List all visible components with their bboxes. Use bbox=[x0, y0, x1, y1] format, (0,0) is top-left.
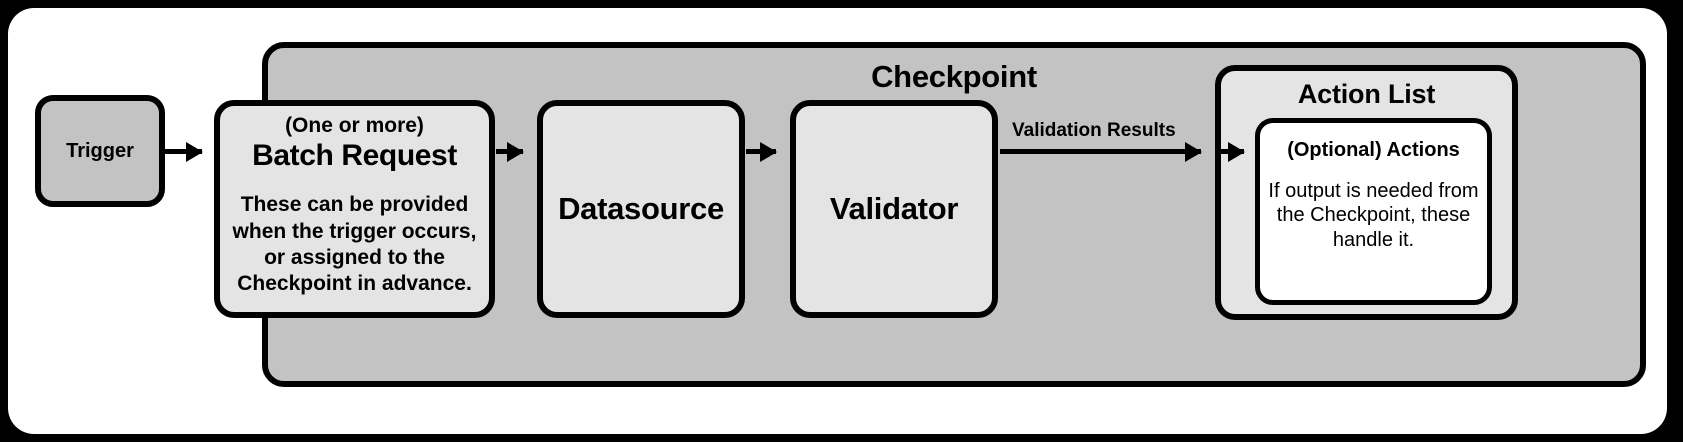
batch-request-body: These can be provided when the trigger o… bbox=[232, 193, 477, 296]
validator-node[interactable]: Validator bbox=[790, 100, 998, 318]
optional-actions-node[interactable]: (Optional) Actions If output is needed f… bbox=[1255, 118, 1492, 305]
arrow-trigger-to-batch-request bbox=[165, 149, 202, 154]
arrow-batch-request-to-datasource bbox=[496, 149, 523, 154]
trigger-label: Trigger bbox=[66, 139, 134, 162]
validator-label: Validator bbox=[829, 191, 959, 226]
arrow-datasource-to-validator bbox=[746, 149, 776, 154]
datasource-label: Datasource bbox=[558, 191, 724, 226]
trigger-node[interactable]: Trigger bbox=[35, 95, 165, 207]
arrow-validator-to-action-list bbox=[1000, 149, 1201, 154]
optional-actions-body: If output is needed from the Checkpoint,… bbox=[1268, 180, 1479, 251]
validation-results-edge-label: Validation Results bbox=[1012, 120, 1176, 141]
checkpoint-title: Checkpoint bbox=[871, 59, 1037, 94]
optional-actions-title: (Optional) Actions bbox=[1287, 139, 1460, 161]
batch-request-title: Batch Request bbox=[252, 138, 457, 172]
batch-request-subtitle: (One or more) bbox=[285, 114, 424, 137]
arrow-action-list-to-actions bbox=[1219, 149, 1244, 154]
datasource-node[interactable]: Datasource bbox=[537, 100, 745, 318]
batch-request-node[interactable]: (One or more) Batch Request These can be… bbox=[214, 100, 495, 318]
action-list-title: Action List bbox=[1297, 79, 1436, 109]
